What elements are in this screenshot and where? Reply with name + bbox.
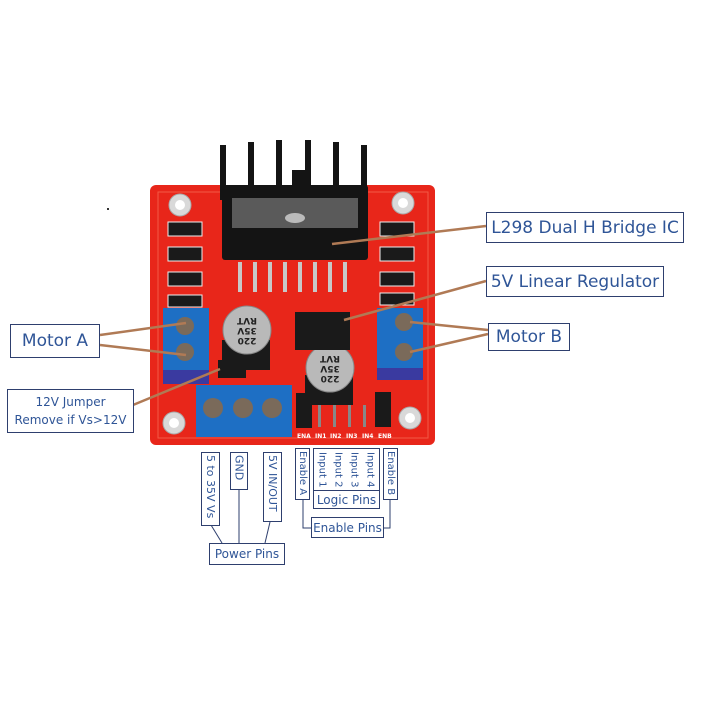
leader-lines	[99, 224, 489, 407]
svg-text:RVT: RVT	[319, 353, 340, 363]
pin-input-3: Input 3	[347, 450, 361, 488]
regulator-chip	[295, 312, 350, 350]
pin-vs: 5 to 35V Vs	[201, 452, 220, 526]
mount-holes	[162, 191, 422, 435]
motor-b-terminal	[377, 308, 423, 380]
svg-text:ENB: ENB	[378, 433, 392, 440]
svg-text:IN4: IN4	[362, 433, 373, 440]
enable-pins-group: Enable Pins	[311, 517, 384, 538]
power-pins-group: Power Pins	[209, 543, 285, 565]
pin-enable-b: Enable B	[383, 448, 398, 500]
label-l298-ic: L298 Dual H Bridge IC	[486, 212, 684, 243]
svg-text:IN3: IN3	[346, 433, 357, 440]
pin-input-4: Input 4	[363, 450, 377, 488]
pin-input-1: Input 1	[315, 450, 329, 488]
logic-pins-group: Logic Pins	[313, 490, 380, 509]
svg-text:35V: 35V	[237, 325, 257, 335]
svg-text:IN1: IN1	[315, 433, 326, 440]
svg-text:IN2: IN2	[330, 433, 341, 440]
cap1-text: 220	[238, 335, 257, 345]
label-motor-b: Motor B	[488, 323, 570, 351]
logic-header	[318, 405, 366, 427]
svg-text:ENA: ENA	[297, 433, 311, 440]
stray-dot	[107, 208, 109, 210]
svg-text:35V: 35V	[320, 363, 340, 373]
power-terminal	[196, 385, 292, 437]
pin-input-2: Input 2	[331, 450, 345, 488]
label-motor-a: Motor A	[10, 324, 100, 358]
motor-a-terminal	[163, 308, 209, 384]
pin-5v: 5V IN/OUT	[263, 452, 282, 522]
jumper-line-2: Remove if Vs>12V	[14, 413, 127, 427]
svg-text:RVT: RVT	[236, 315, 257, 325]
jumper-line-1: 12V Jumper	[35, 395, 106, 409]
pin-group-lines	[210, 490, 391, 544]
diodes	[167, 221, 415, 308]
logic-pins-box	[313, 448, 380, 490]
pin-gnd: GND	[230, 452, 248, 490]
cap2-text: 220	[321, 373, 340, 383]
jumper-12v	[218, 360, 246, 378]
pin-enable-a: Enable A	[295, 448, 310, 500]
heatsink	[220, 140, 368, 260]
silkscreen: ENA IN1 IN2 IN3 IN4 ENB	[297, 433, 392, 440]
ic-pins	[238, 262, 347, 292]
label-12v-jumper: 12V Jumper Remove if Vs>12V	[7, 389, 134, 433]
label-5v-regulator: 5V Linear Regulator	[486, 266, 664, 297]
